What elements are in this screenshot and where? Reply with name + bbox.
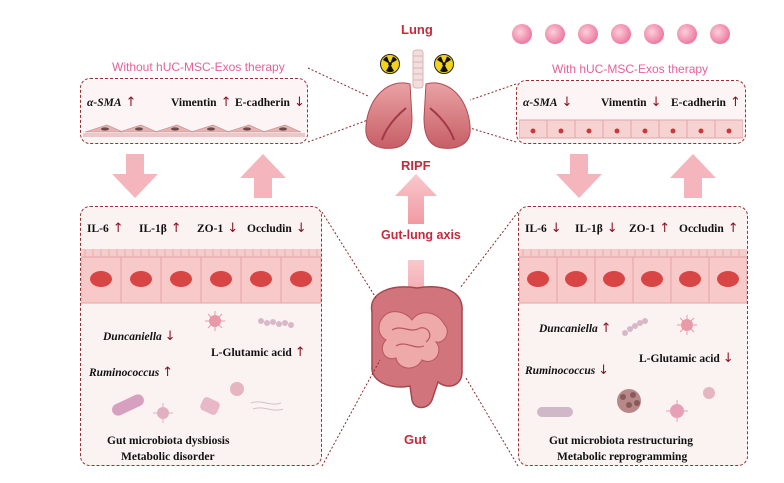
bacteria-icon	[537, 387, 715, 422]
right-summary-1: Gut microbiota restructuring	[549, 435, 693, 447]
right-microbe: Ruminococcus ↓	[525, 363, 610, 378]
left-lung-marker: α-SMA ↑	[87, 95, 137, 110]
bacteria-icon	[112, 382, 284, 423]
right-metabolite: L-Glutamic acid ↓	[639, 351, 734, 366]
left-microbe: Ruminococcus ↑	[89, 365, 174, 380]
right-gut-marker: ZO-1 ↑	[629, 221, 671, 236]
exosome-icons	[512, 24, 730, 44]
right-summary-2: Metabolic reprogramming	[557, 451, 688, 463]
left-summary-1: Gut microbiota dysbiosis	[107, 435, 230, 447]
intestinal-epithelium	[81, 249, 321, 304]
epithelial-cells	[519, 119, 743, 139]
right-gut-marker: IL-6 ↓	[525, 221, 562, 236]
bacteria-icon	[205, 311, 294, 331]
down-arrow	[112, 154, 158, 198]
right-gut-panel: IL-6 ↓ IL-1β ↓ ZO-1 ↑ Occludin ↑ Duncani…	[518, 206, 748, 466]
right-gut-marker: IL-1β ↓	[575, 221, 618, 236]
right-title: With hUC-MSC-Exos therapy	[552, 62, 709, 76]
down-arrow	[556, 154, 602, 198]
left-microbe: Duncaniella ↓	[103, 329, 176, 344]
fibroblast-cells	[83, 124, 305, 137]
left-lung-panel: α-SMA ↑ Vimentin ↑ E-cadherin ↓	[80, 78, 308, 144]
left-summary-2: Metabolic disorder	[121, 451, 215, 463]
gut-title: Gut	[404, 432, 427, 447]
left-gut-marker: IL-6 ↑	[87, 221, 124, 236]
gut-lung-axis-label: Gut-lung axis	[381, 228, 461, 242]
left-metabolite: L-Glutamic acid ↑	[211, 345, 306, 360]
lung-illustration	[365, 49, 471, 149]
intestinal-epithelium	[519, 249, 747, 304]
bacteria-icon	[622, 315, 697, 336]
right-lung-panel: α-SMA ↓ Vimentin ↓ E-cadherin ↑	[516, 80, 746, 144]
right-lung-marker: E-cadherin ↑	[671, 95, 741, 110]
radiation-icon	[434, 54, 454, 74]
left-gut-panel: IL-6 ↑ IL-1β ↑ ZO-1 ↓ Occludin ↓ Duncani…	[80, 206, 322, 466]
right-microbe: Duncaniella ↑	[539, 321, 612, 336]
intestine-illustration	[370, 286, 463, 409]
left-gut-marker: IL-1β ↑	[139, 221, 182, 236]
radiation-icon	[380, 54, 400, 74]
left-lung-marker: E-cadherin ↓	[235, 95, 305, 110]
lung-title: Lung	[401, 22, 433, 37]
left-lung-marker: Vimentin ↑	[171, 95, 232, 110]
left-gut-marker: Occludin ↓	[247, 221, 307, 236]
left-title: Without hUC-MSC-Exos therapy	[112, 60, 285, 74]
left-gut-marker: ZO-1 ↓	[197, 221, 239, 236]
up-arrow	[670, 154, 716, 198]
right-lung-marker: Vimentin ↓	[601, 95, 662, 110]
right-lung-marker: α-SMA ↓	[523, 95, 573, 110]
up-arrow	[240, 154, 286, 198]
right-gut-marker: Occludin ↑	[679, 221, 739, 236]
ripf-label: RIPF	[401, 158, 431, 173]
